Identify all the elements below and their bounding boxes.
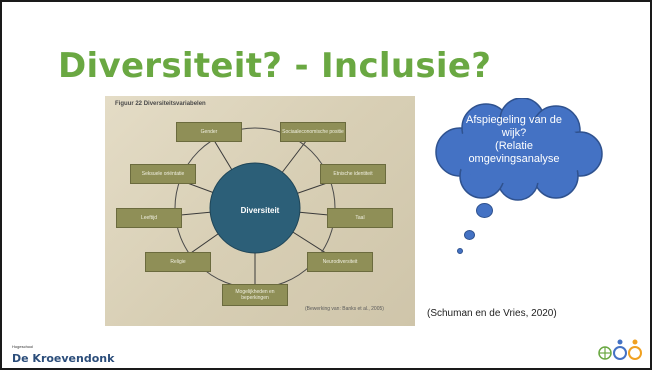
- footer-figures-icon: [598, 339, 642, 360]
- logo-main-text: De Kroevendonk: [12, 352, 115, 365]
- figure-center-label: Diversiteit: [240, 206, 280, 215]
- thought-cloud-text: Afspiegeling van de wijk? (Relatie omgev…: [465, 114, 562, 165]
- figure-title: Figuur 22 Diversiteitsvariabelen: [115, 101, 206, 107]
- center-circle: [209, 162, 301, 254]
- slide-title: Diversiteit? - Inclusie?: [58, 46, 492, 86]
- thought-bubble-medium: [464, 230, 475, 240]
- thought-bubble-small: [457, 248, 463, 254]
- box-leeftijd: Leeftijd: [116, 208, 182, 228]
- thought-cloud: [435, 98, 603, 201]
- figure-credit: (Bewerking van: Banks et al., 2005): [305, 306, 384, 312]
- kroevendonk-logo: Hogeschool De Kroevendonk: [12, 344, 114, 367]
- box-mogelijkheden-beperkingen: Mogelijkheden en beperkingen: [222, 284, 288, 306]
- box-religie: Religie: [145, 252, 211, 272]
- diversity-figure-photo: Figuur 22 Diversiteitsvariabelen Diversi…: [105, 96, 415, 326]
- logo-small-text: Hogeschool: [12, 344, 34, 349]
- box-taal: Taal: [327, 208, 393, 228]
- box-etnische-identiteit: Etnische identiteit: [320, 164, 386, 184]
- box-seksuele-orientatie: Seksuele oriëntatie: [130, 164, 196, 184]
- thought-bubble-large: [476, 203, 493, 218]
- box-neurodiversiteit: Neurodiversiteit: [307, 252, 373, 272]
- box-gender: Gender: [176, 122, 242, 142]
- box-sociaaleconomische-positie: Sociaaleconomische positie: [280, 122, 346, 142]
- citation: (Schuman en de Vries, 2020): [427, 308, 557, 319]
